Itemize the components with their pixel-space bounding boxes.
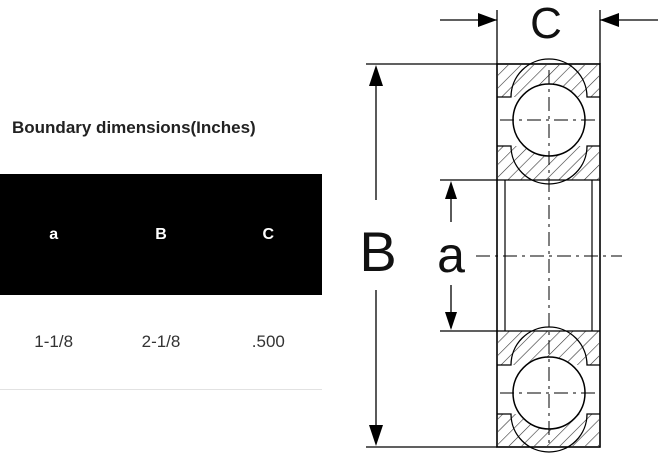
dimensions-table: a B C 1-1/8 2-1/8 .500 (0, 174, 322, 390)
table-header-row: a B C (0, 174, 322, 295)
column-header-c: C (214, 174, 322, 295)
cell-a-value: 1-1/8 (0, 295, 108, 390)
cell-b-value: 2-1/8 (107, 295, 215, 390)
bearing-cross-section-diagram: C B a (359, 0, 658, 453)
dimension-c: C (440, 0, 658, 64)
cell-c-value: .500 (214, 295, 322, 390)
table-title: Boundary dimensions(Inches) (12, 118, 256, 137)
label-b: B (359, 220, 396, 283)
table-row: 1-1/8 2-1/8 .500 (0, 295, 322, 390)
label-a: a (437, 227, 465, 283)
bearing-body (476, 58, 622, 453)
column-header-b: B (107, 174, 215, 295)
dimension-b: B (359, 63, 497, 448)
column-header-a: a (0, 174, 108, 295)
label-c: C (530, 0, 562, 48)
dimension-a: a (437, 179, 497, 332)
